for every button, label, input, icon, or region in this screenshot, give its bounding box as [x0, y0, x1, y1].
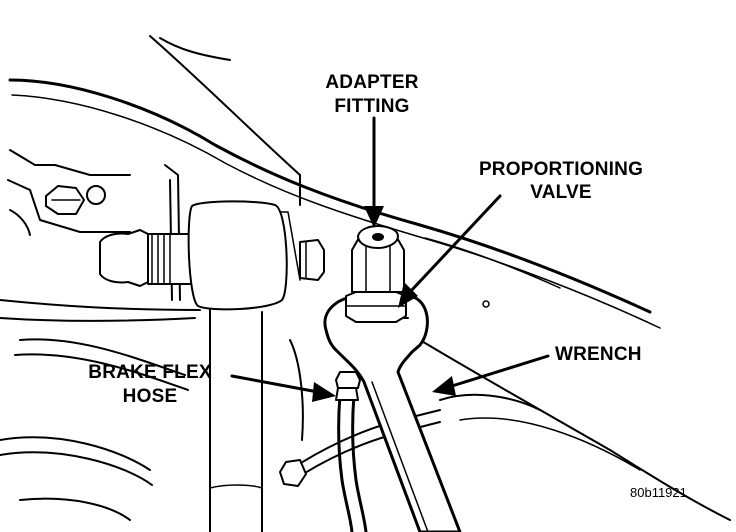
spring-coils: [0, 309, 304, 532]
proportioning-valve-label-line1: PROPORTIONING: [479, 159, 643, 180]
wrench-label: WRENCH: [555, 344, 642, 365]
proportioning-valve: [345, 225, 407, 323]
brake-flex-hose-label-line2: HOSE: [123, 386, 178, 407]
wrench-leader: [450, 354, 550, 388]
leader-arrows: [230, 116, 550, 402]
lower-floor: [419, 339, 731, 521]
shock-mount: [0, 200, 325, 322]
brake-flex-hose: [279, 371, 441, 532]
brake-flex-hose-label-line1: BRAKE FLEX: [88, 362, 212, 383]
adapter-fitting-label-line2: FITTING: [334, 96, 409, 117]
adapter-fitting-label-line1: ADAPTER: [325, 72, 418, 93]
proportioning-valve-label-line2: VALVE: [530, 182, 592, 203]
wrench-arrowhead: [432, 376, 456, 396]
brake-flex-hose-arrowhead: [312, 382, 336, 402]
underbody-panel: [8, 35, 661, 329]
proportioning-valve-arrowhead: [398, 282, 418, 308]
adapter-fitting-arrowhead: [364, 206, 384, 228]
proportioning-valve-leader: [408, 194, 502, 294]
figure-id: 80b11921: [630, 485, 687, 500]
brake-flex-hose-leader: [230, 374, 320, 394]
mounting-bracket: [7, 149, 181, 301]
